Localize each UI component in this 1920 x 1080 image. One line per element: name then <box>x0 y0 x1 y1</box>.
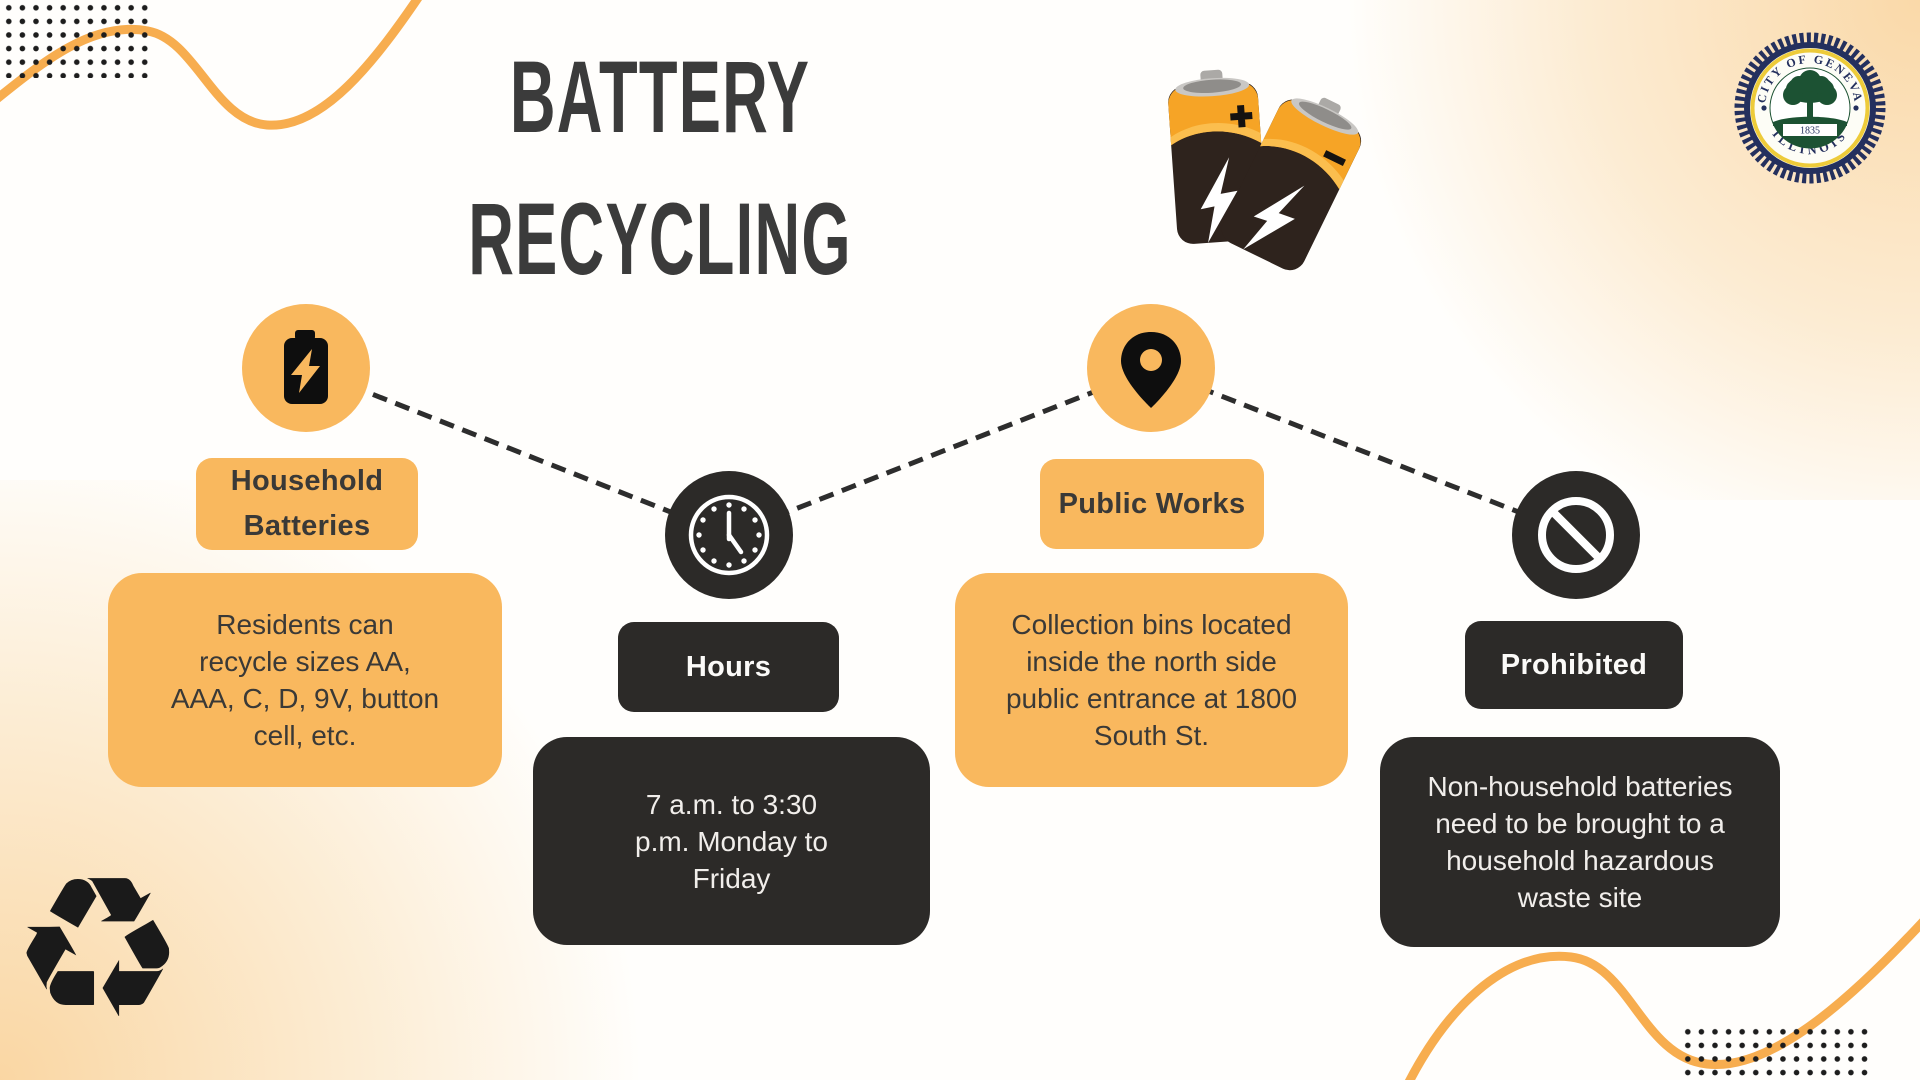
prohibited-icon-circle <box>1512 471 1640 599</box>
hours-description: 7 a.m. to 3:30 p.m. Monday to Friday <box>533 737 930 945</box>
battery-charging-icon <box>284 330 328 404</box>
page-title-line2: RECYCLING <box>468 182 852 296</box>
household-batteries-icon-circle <box>242 304 370 432</box>
seal-year-text: 1835 <box>1800 126 1820 137</box>
batteries-illustration <box>1168 69 1362 271</box>
prohibited-label: Prohibited <box>1465 621 1683 709</box>
page-title: BATTERY RECYCLING <box>260 26 1060 310</box>
dashed-connector-zigzag <box>305 365 1576 538</box>
recycling-symbol-icon: ♻ <box>10 835 186 1063</box>
prohibited-description: Non-household batteries need to be broug… <box>1380 737 1780 947</box>
location-pin-icon <box>1121 332 1181 408</box>
dot-grid-top-left <box>2 1 151 78</box>
wave-line-bottom-right <box>1404 918 1920 1080</box>
page-title-line1: BATTERY <box>509 40 811 154</box>
public-works-icon-circle <box>1087 304 1215 432</box>
dot-grid-bottom-right <box>1681 1025 1868 1077</box>
hours-label: Hours <box>618 622 839 712</box>
public-works-description: Collection bins located inside the north… <box>955 573 1348 787</box>
household-batteries-description: Residents can recycle sizes AA, AAA, C, … <box>108 573 502 787</box>
clock-icon <box>688 494 770 576</box>
hours-icon-circle <box>665 471 793 599</box>
public-works-label: Public Works <box>1040 459 1264 549</box>
city-of-geneva-seal: CITY OF GENEVA ILLINOIS 1835 <box>1734 32 1886 184</box>
household-batteries-label: Household Batteries <box>196 458 418 550</box>
prohibited-icon <box>1538 497 1614 573</box>
